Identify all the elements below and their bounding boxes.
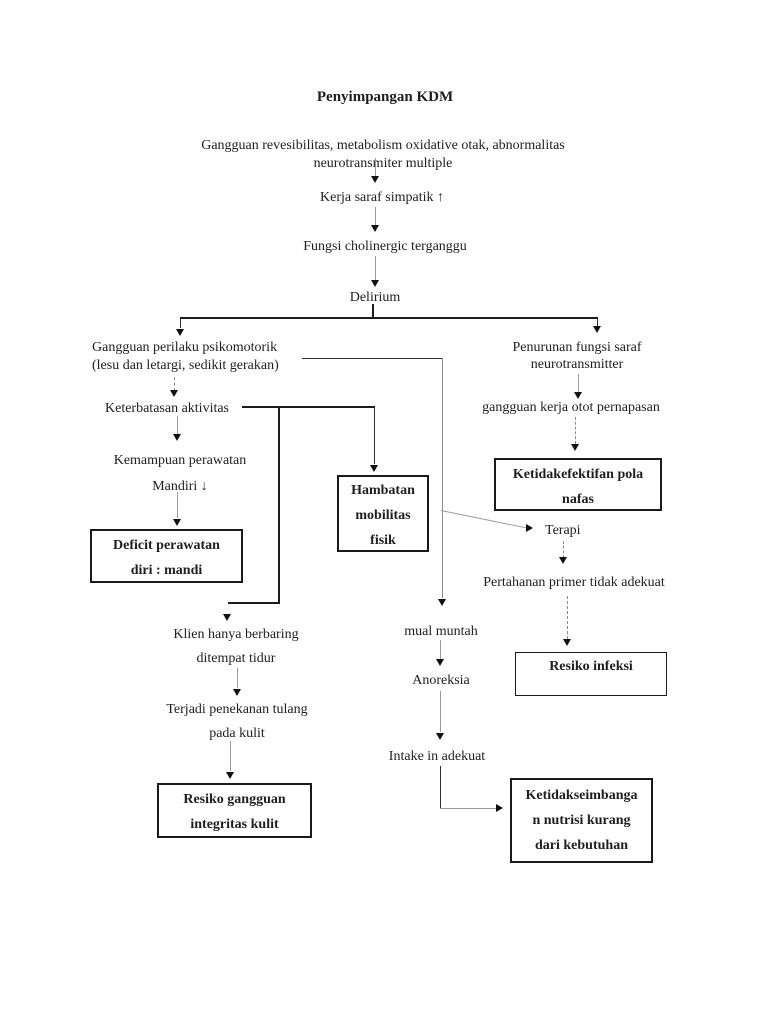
node-terapi: Terapi xyxy=(545,523,581,538)
node-pertahanan-primer: Pertahanan primer tidak adekuat xyxy=(483,575,665,590)
connector-pertahanan-to-infeksi xyxy=(567,596,568,639)
connector-diagonal-to-terapi xyxy=(440,510,530,529)
connector-mual-to-anoreksia xyxy=(440,640,441,659)
connector-to-mual-vertical xyxy=(442,358,443,598)
node-intake-inadekuat: Intake in adekuat xyxy=(388,749,486,764)
connector-to-hambatan xyxy=(374,408,375,464)
arrow-down-pertahanan xyxy=(559,557,567,564)
connector-fungsi-to-delirium xyxy=(375,256,376,280)
connector-anoreksia-to-intake xyxy=(440,691,441,732)
node-klien-berbaring: Klien hanya berbaring ditempat tidur xyxy=(173,627,299,666)
flowchart-title: Penyimpangan KDM xyxy=(316,89,454,105)
node-gangguan-perilaku: Gangguan perilaku psikomotorik (lesu dan… xyxy=(92,340,279,373)
connector-split-left xyxy=(180,319,181,328)
node-gangguan-kerja-otot: gangguan kerja otot pernapasan xyxy=(482,400,660,415)
arrow-down-fungsi xyxy=(371,225,379,232)
connector-to-deficit xyxy=(177,492,178,518)
box-resiko-infeksi: Resiko infeksi xyxy=(515,652,667,696)
connector-klien-to-terjadi xyxy=(237,668,238,688)
connector-terapi-to-pertahanan xyxy=(563,541,564,558)
arrow-down-kemampuan xyxy=(173,434,181,441)
connector-root-to-kerja xyxy=(375,158,376,178)
arrow-down-kerja xyxy=(371,176,379,183)
node-kerja-saraf-simpatik: Kerja saraf simpatik ↑ xyxy=(319,190,445,205)
box-ketidakseimbangan-nutrisi: Ketidakseimbanga n nutrisi kurang dari k… xyxy=(510,778,653,863)
arrow-down-hambatan xyxy=(370,465,378,472)
box-deficit-perawatan-diri: Deficit perawatan diri : mandi xyxy=(90,529,243,583)
box-ketidakefektifan-pola-nafas: Ketidakefektifan pola nafas xyxy=(494,458,662,511)
arrow-down-intake xyxy=(436,733,444,740)
connector-split-bar xyxy=(180,317,598,319)
connector-klien-elbow xyxy=(228,602,280,604)
box-hambatan-mobilitas-fisik: Hambatan mobilitas fisik xyxy=(337,475,429,552)
arrow-down-penurunan xyxy=(593,326,601,333)
arrow-down-terjadi xyxy=(233,689,241,696)
arrow-down-pola-nafas xyxy=(571,444,579,451)
node-penurunan-fungsi-saraf: Penurunan fungsi saraf neurotransmitter xyxy=(512,340,642,372)
arrow-down-gangguan-perilaku xyxy=(176,329,184,336)
arrow-down-delirium xyxy=(371,280,379,287)
connector-otot-to-pola-nafas xyxy=(575,417,576,444)
node-anoreksia: Anoreksia xyxy=(412,673,470,688)
connector-intake-drop xyxy=(440,766,441,809)
connector-keterbatasan-right xyxy=(242,406,375,408)
node-mual-muntah: mual muntah xyxy=(404,624,478,639)
node-terjadi-penekanan: Terjadi penekanan tulang pada kulit xyxy=(166,702,308,741)
node-delirium: Delirium xyxy=(349,290,401,305)
connector-perilaku-to-keterbatasan xyxy=(174,377,175,391)
node-kemampuan-perawatan: Kemampuan perawatan Mandiri ↓ xyxy=(113,453,247,494)
connector-intake-elbow xyxy=(440,808,496,809)
arrow-right-terapi xyxy=(526,524,533,532)
connector-split-right xyxy=(597,319,598,327)
connector-delirium-stem xyxy=(372,304,374,318)
arrow-down-resiko-kulit xyxy=(226,772,234,779)
arrow-right-ketidakseimbangan xyxy=(496,804,503,812)
arrow-down-anoreksia xyxy=(436,659,444,666)
connector-terjadi-to-resiko-kulit xyxy=(230,741,231,771)
connector-keterbatasan-drop xyxy=(278,408,280,604)
arrow-down-klien xyxy=(223,614,231,621)
connector-kerja-to-fungsi xyxy=(375,207,376,227)
arrow-down-keterbatasan xyxy=(170,390,178,397)
arrow-down-deficit xyxy=(173,519,181,526)
arrow-down-mual xyxy=(438,599,446,606)
node-keterbatasan-aktivitas: Keterbatasan aktivitas xyxy=(105,401,230,416)
node-fungsi-cholinergic: Fungsi cholinergic terganggu xyxy=(303,239,467,254)
arrow-down-otot xyxy=(574,392,582,399)
connector-penurunan-to-otot xyxy=(578,374,579,393)
box-resiko-gangguan-integritas-kulit: Resiko gangguan integritas kulit xyxy=(157,783,312,838)
node-root-cause: Gangguan revesibilitas, metabolism oxida… xyxy=(201,138,565,171)
connector-perilaku-right xyxy=(302,358,443,359)
arrow-down-resiko-infeksi xyxy=(563,639,571,646)
connector-to-kemampuan xyxy=(177,416,178,434)
